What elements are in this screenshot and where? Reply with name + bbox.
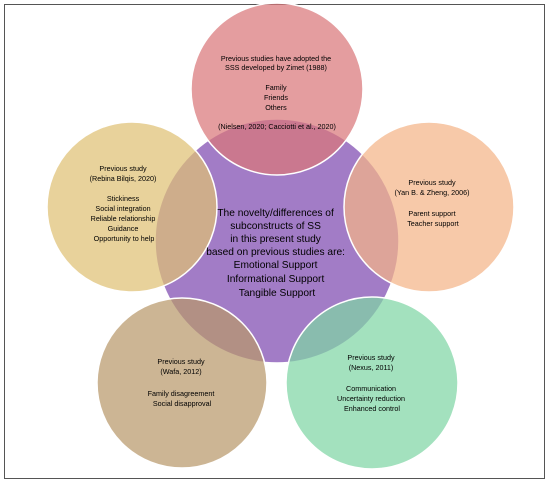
left-line: Reliable relationship xyxy=(91,214,156,223)
bottom-left-line: Previous study xyxy=(157,357,205,366)
bottom-right-line: Communication xyxy=(346,384,396,393)
top-line: Previous studies have adopted the xyxy=(221,54,331,63)
center-line: Tangible Support xyxy=(239,288,316,299)
bottom-left-line: Social disapproval xyxy=(153,399,212,408)
right-line: Previous study xyxy=(408,178,456,187)
right-circle xyxy=(343,121,515,293)
center-line: based on previous studies are: xyxy=(206,247,345,258)
top-line: SSS developed by Zimet (1988) xyxy=(225,63,327,72)
center-line: Emotional Support xyxy=(234,260,318,271)
center-text: The novelty/differences of subconstructs… xyxy=(206,208,348,299)
bottom-right-line: (Nexus, 2011) xyxy=(349,363,394,372)
top-line: (Nielsen, 2020; Cacciotti et al., 2020) xyxy=(218,122,336,131)
bottom-right-line: Uncertainty reduction xyxy=(337,394,405,403)
bottom-left-line: (Wafa, 2012) xyxy=(160,367,201,376)
right-line: Parent support xyxy=(408,209,455,218)
left-line: Stickiness xyxy=(107,194,140,203)
left-line: Social integration xyxy=(95,204,150,213)
bottom-left-line: Family disagreement xyxy=(148,389,215,398)
top-line: Others xyxy=(265,103,287,112)
top-circle-text: Previous studies have adopted the SSS de… xyxy=(218,54,336,131)
bottom-left-circle xyxy=(96,297,268,469)
right-line: (Yan B. & Zheng, 2006) xyxy=(395,188,470,197)
center-line: The novelty/differences of xyxy=(217,208,334,219)
left-circle xyxy=(46,121,218,293)
left-circle-text: Previous study (Rebina Bilqis, 2020) Sti… xyxy=(90,164,159,243)
bottom-right-circle xyxy=(285,296,459,470)
bottom-right-circle-text: Previous study (Nexus, 2011) Communicati… xyxy=(337,353,407,413)
center-line: Informational Support xyxy=(227,274,325,285)
bottom-right-line: Previous study xyxy=(347,353,395,362)
bottom-left-circle-text: Previous study (Wafa, 2012) Family disag… xyxy=(148,357,217,408)
center-line: subconstructs of SS xyxy=(230,221,321,232)
top-line: Family xyxy=(265,83,287,92)
bottom-right-line: Enhanced control xyxy=(344,404,400,413)
top-line: Friends xyxy=(264,93,288,102)
left-line: (Rebina Bilqis, 2020) xyxy=(90,174,157,183)
top-circle xyxy=(190,2,364,176)
left-line: Guidance xyxy=(108,224,139,233)
right-line: Teacher support xyxy=(407,219,459,228)
center-line: in this present study xyxy=(230,234,322,245)
left-line: Opportunity to help xyxy=(94,234,155,243)
right-circle-text: Previous study (Yan B. & Zheng, 2006) Pa… xyxy=(395,178,472,228)
left-line: Previous study xyxy=(99,164,147,173)
